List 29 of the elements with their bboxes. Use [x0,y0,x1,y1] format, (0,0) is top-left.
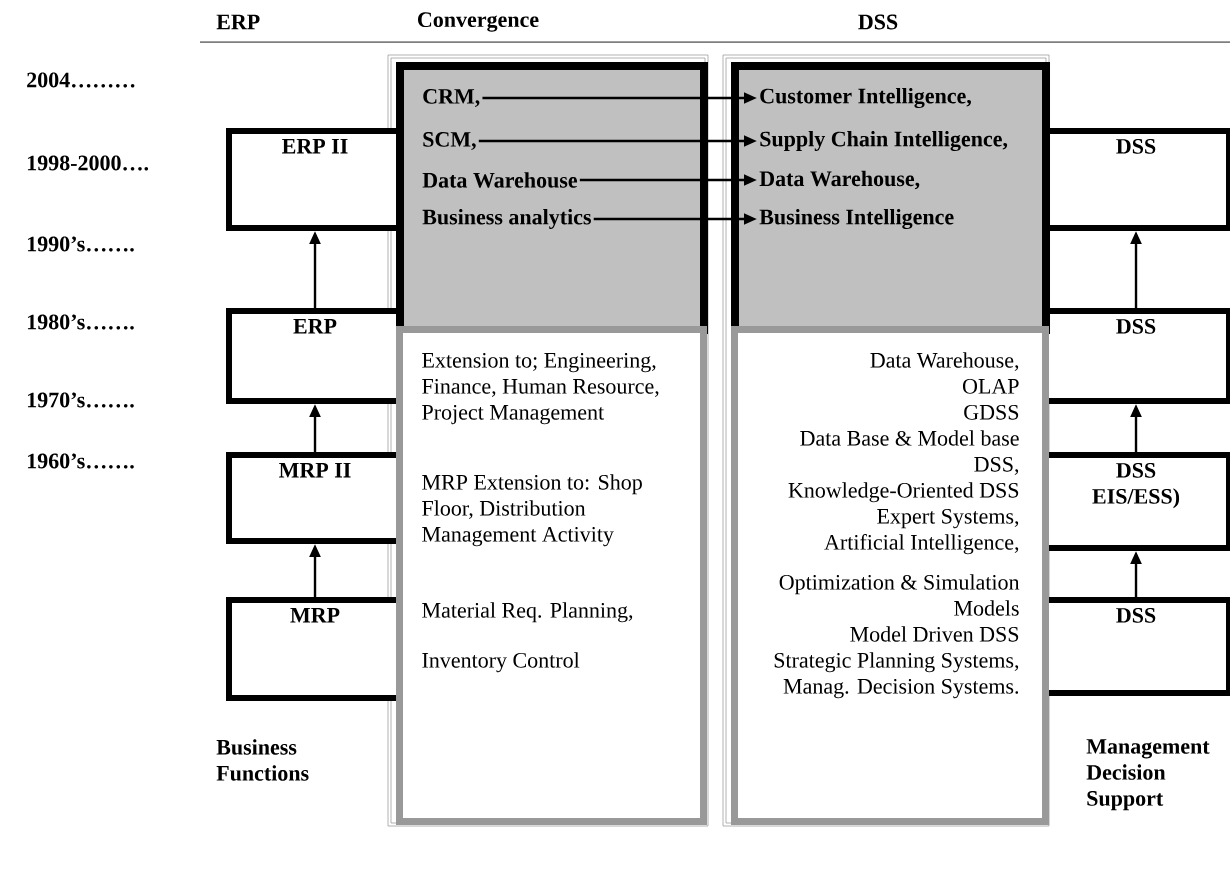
item-label: Data Warehouse, [759,170,920,190]
text-panel: Data Warehouse, OLAP GDSS Data Base & Model base DSS, Knowledge-Oriented DSS Expert Systems, Artificial Intelligence, Optimization & Simulation Models Model Driven DSS Strategic Planning Systems, Manag. Decision Systems. [731,326,1049,825]
item-label: Customer Intelligence, [760,87,971,109]
year-label: 1980’s……. [27,314,134,330]
item-label: Business analytics [422,209,591,229]
year-label: 2004……… [27,72,135,88]
stage-box: MRP II [226,452,404,544]
stage-box: DSS [1040,308,1230,404]
column-heading: ERP [216,14,260,30]
column-heading: Convergence [418,12,539,32]
year-label: 1990’s……. [27,236,134,252]
item-label: Supply Chain Intelligence, [760,130,1008,152]
shaded-panel [396,62,708,334]
item-label: SCM, [423,132,476,150]
item-label: CRM, [423,89,480,107]
stage-box: ERP [226,308,404,404]
year-label: 1998-2000…. [27,155,149,171]
stage-box: MRP [226,597,404,701]
column-caption: Management Decision Support [1086,739,1210,811]
column-caption: Business Functions [216,739,309,781]
stage-box: ERP II [226,128,404,231]
item-label: Business Intelligence [759,208,954,230]
stage-box: DSS [1040,128,1230,231]
year-label: 1970’s……. [27,392,134,408]
text-panel: Extension to; Engineering, Finance, Human Resource, Project Management MRP Extension to: Shop Floor, Distribution Management Activity Material Req. Planning, Inventory Control [396,326,707,825]
column-heading: DSS [858,14,898,30]
item-label: Data Warehouse [422,172,578,188]
year-label: 1960’s……. [27,453,134,469]
shaded-panel [731,62,1050,334]
